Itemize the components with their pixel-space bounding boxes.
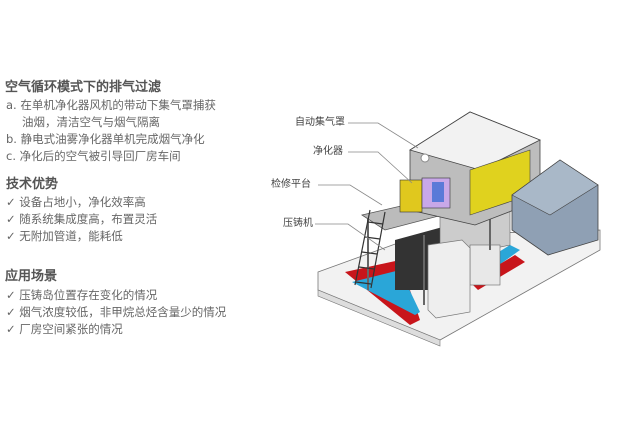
- list-item: 油烟，清洁空气与烟气隔离: [22, 115, 160, 129]
- label-purifier: 净化器: [313, 146, 343, 157]
- list-item: ✓ 设备占地小，净化效率高: [6, 195, 146, 209]
- list-item: a. 在单机净化器风机的带动下集气罩捕获: [6, 98, 216, 112]
- section-title: 应用场景: [5, 269, 58, 284]
- list-item: ✓ 压铸岛位置存在变化的情况: [6, 288, 158, 302]
- list-item: ✓ 随系统集成度高，布置灵活: [6, 212, 158, 226]
- list-item: ✓ 厂房空间紧张的情况: [6, 322, 123, 336]
- label-maintenance-platform: 检修平台: [271, 179, 311, 190]
- purifier: [399, 177, 451, 213]
- list-item: c. 净化后的空气被引导回厂房车间: [6, 149, 181, 163]
- ladder: [354, 209, 386, 289]
- control-cabinet: [427, 239, 471, 319]
- section-title: 空气循环模式下的排气过滤: [5, 80, 162, 95]
- label-die-casting-machine: 压铸机: [283, 218, 313, 229]
- list-item: b. 静电式油雾净化器单机完成烟气净化: [6, 132, 205, 146]
- section-title: 技术优势: [6, 177, 59, 192]
- list-item: ✓ 烟气浓度较低，非甲烷总烃含量少的情况: [6, 305, 227, 319]
- label-auto-hood: 自动集气罩: [295, 117, 345, 128]
- leader-lines: [315, 122, 419, 251]
- list-item: ✓ 无附加管道，能耗低: [6, 229, 123, 243]
